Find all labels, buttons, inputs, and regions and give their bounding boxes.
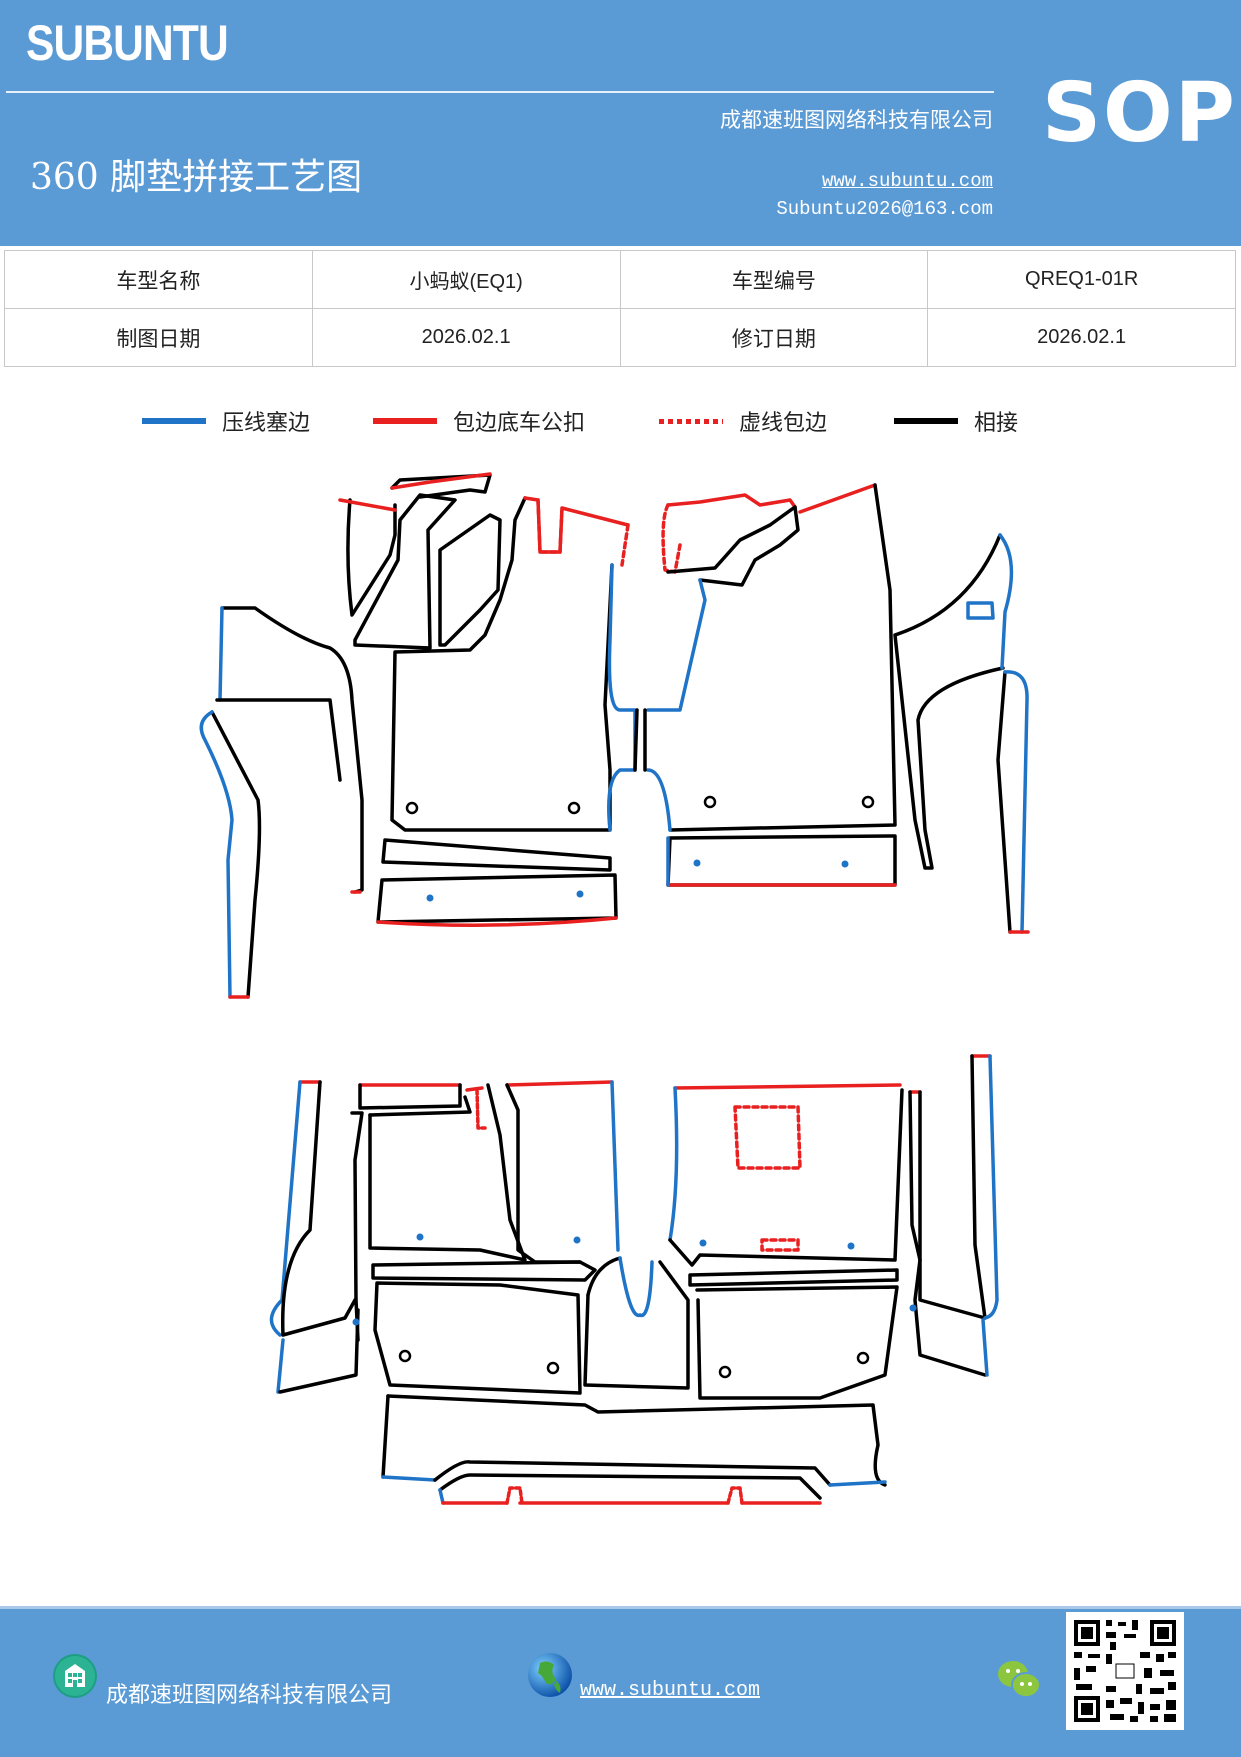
footer-banner: 成都速班图网络科技有限公司 www.subuntu.com	[0, 1606, 1241, 1757]
top-diagram	[199, 472, 1030, 999]
qr-code	[1066, 1612, 1184, 1730]
wechat-icon	[998, 1661, 1041, 1698]
footer-website-link[interactable]: www.subuntu.com	[580, 1679, 761, 1702]
header-website-link[interactable]: www.subuntu.com	[821, 170, 993, 192]
table-row: 制图日期 2026.02.1 修订日期 2026.02.1	[4, 308, 1236, 367]
bottom-diagram	[269, 1054, 999, 1505]
header-banner: SUBUNTU 360 脚垫拼接工艺图 成都速班图网络科技有限公司 www.su…	[0, 0, 1241, 246]
legend: 压线塞边 包边底车公扣 虚线包边 相接	[0, 405, 1241, 437]
label-draw-date: 制图日期	[4, 308, 313, 367]
value-revision-date: 2026.02.1	[927, 308, 1236, 367]
value-model-code: QREQ1-01R	[927, 250, 1236, 309]
footer-company: 成都速班图网络科技有限公司	[106, 1683, 393, 1708]
red-line-swatch-icon	[373, 418, 437, 424]
sop-badge: SOP	[1042, 66, 1237, 161]
legend-label: 包边底车公扣	[453, 411, 586, 436]
header-email: Subuntu2026@163.com	[776, 198, 993, 220]
building-icon	[53, 1654, 97, 1698]
blue-line-swatch-icon	[142, 418, 206, 424]
red-dashed-swatch-icon	[659, 418, 723, 424]
legend-item-press-line: 压线塞边	[142, 405, 310, 437]
label-revision-date: 修订日期	[619, 308, 929, 367]
legend-item-joined: 相接	[894, 405, 1018, 437]
header-company: 成都速班图网络科技有限公司	[720, 108, 993, 132]
legend-label: 虚线包边	[739, 411, 828, 436]
vehicle-info-table: 车型名称 小蚂蚁(EQ1) 车型编号 QREQ1-01R 制图日期 2026.0…	[4, 250, 1236, 367]
floor-mat-diagram	[199, 472, 1030, 1505]
legend-label: 相接	[974, 411, 1019, 436]
value-draw-date: 2026.02.1	[311, 308, 621, 367]
table-row: 车型名称 小蚂蚁(EQ1) 车型编号 QREQ1-01R	[4, 250, 1236, 309]
legend-label: 压线塞边	[222, 411, 311, 436]
legend-item-dashed-edge: 虚线包边	[659, 405, 827, 437]
value-model-name: 小蚂蚁(EQ1)	[311, 250, 621, 309]
document-title: 360 脚垫拼接工艺图	[30, 157, 363, 198]
globe-icon	[528, 1653, 572, 1697]
label-model-name: 车型名称	[4, 250, 313, 309]
legend-item-edge-buckle: 包边底车公扣	[373, 405, 585, 437]
label-model-code: 车型编号	[619, 250, 929, 309]
black-line-swatch-icon	[894, 418, 958, 424]
header-divider	[6, 91, 994, 93]
brand-logo: SUBUNTU	[26, 15, 229, 71]
